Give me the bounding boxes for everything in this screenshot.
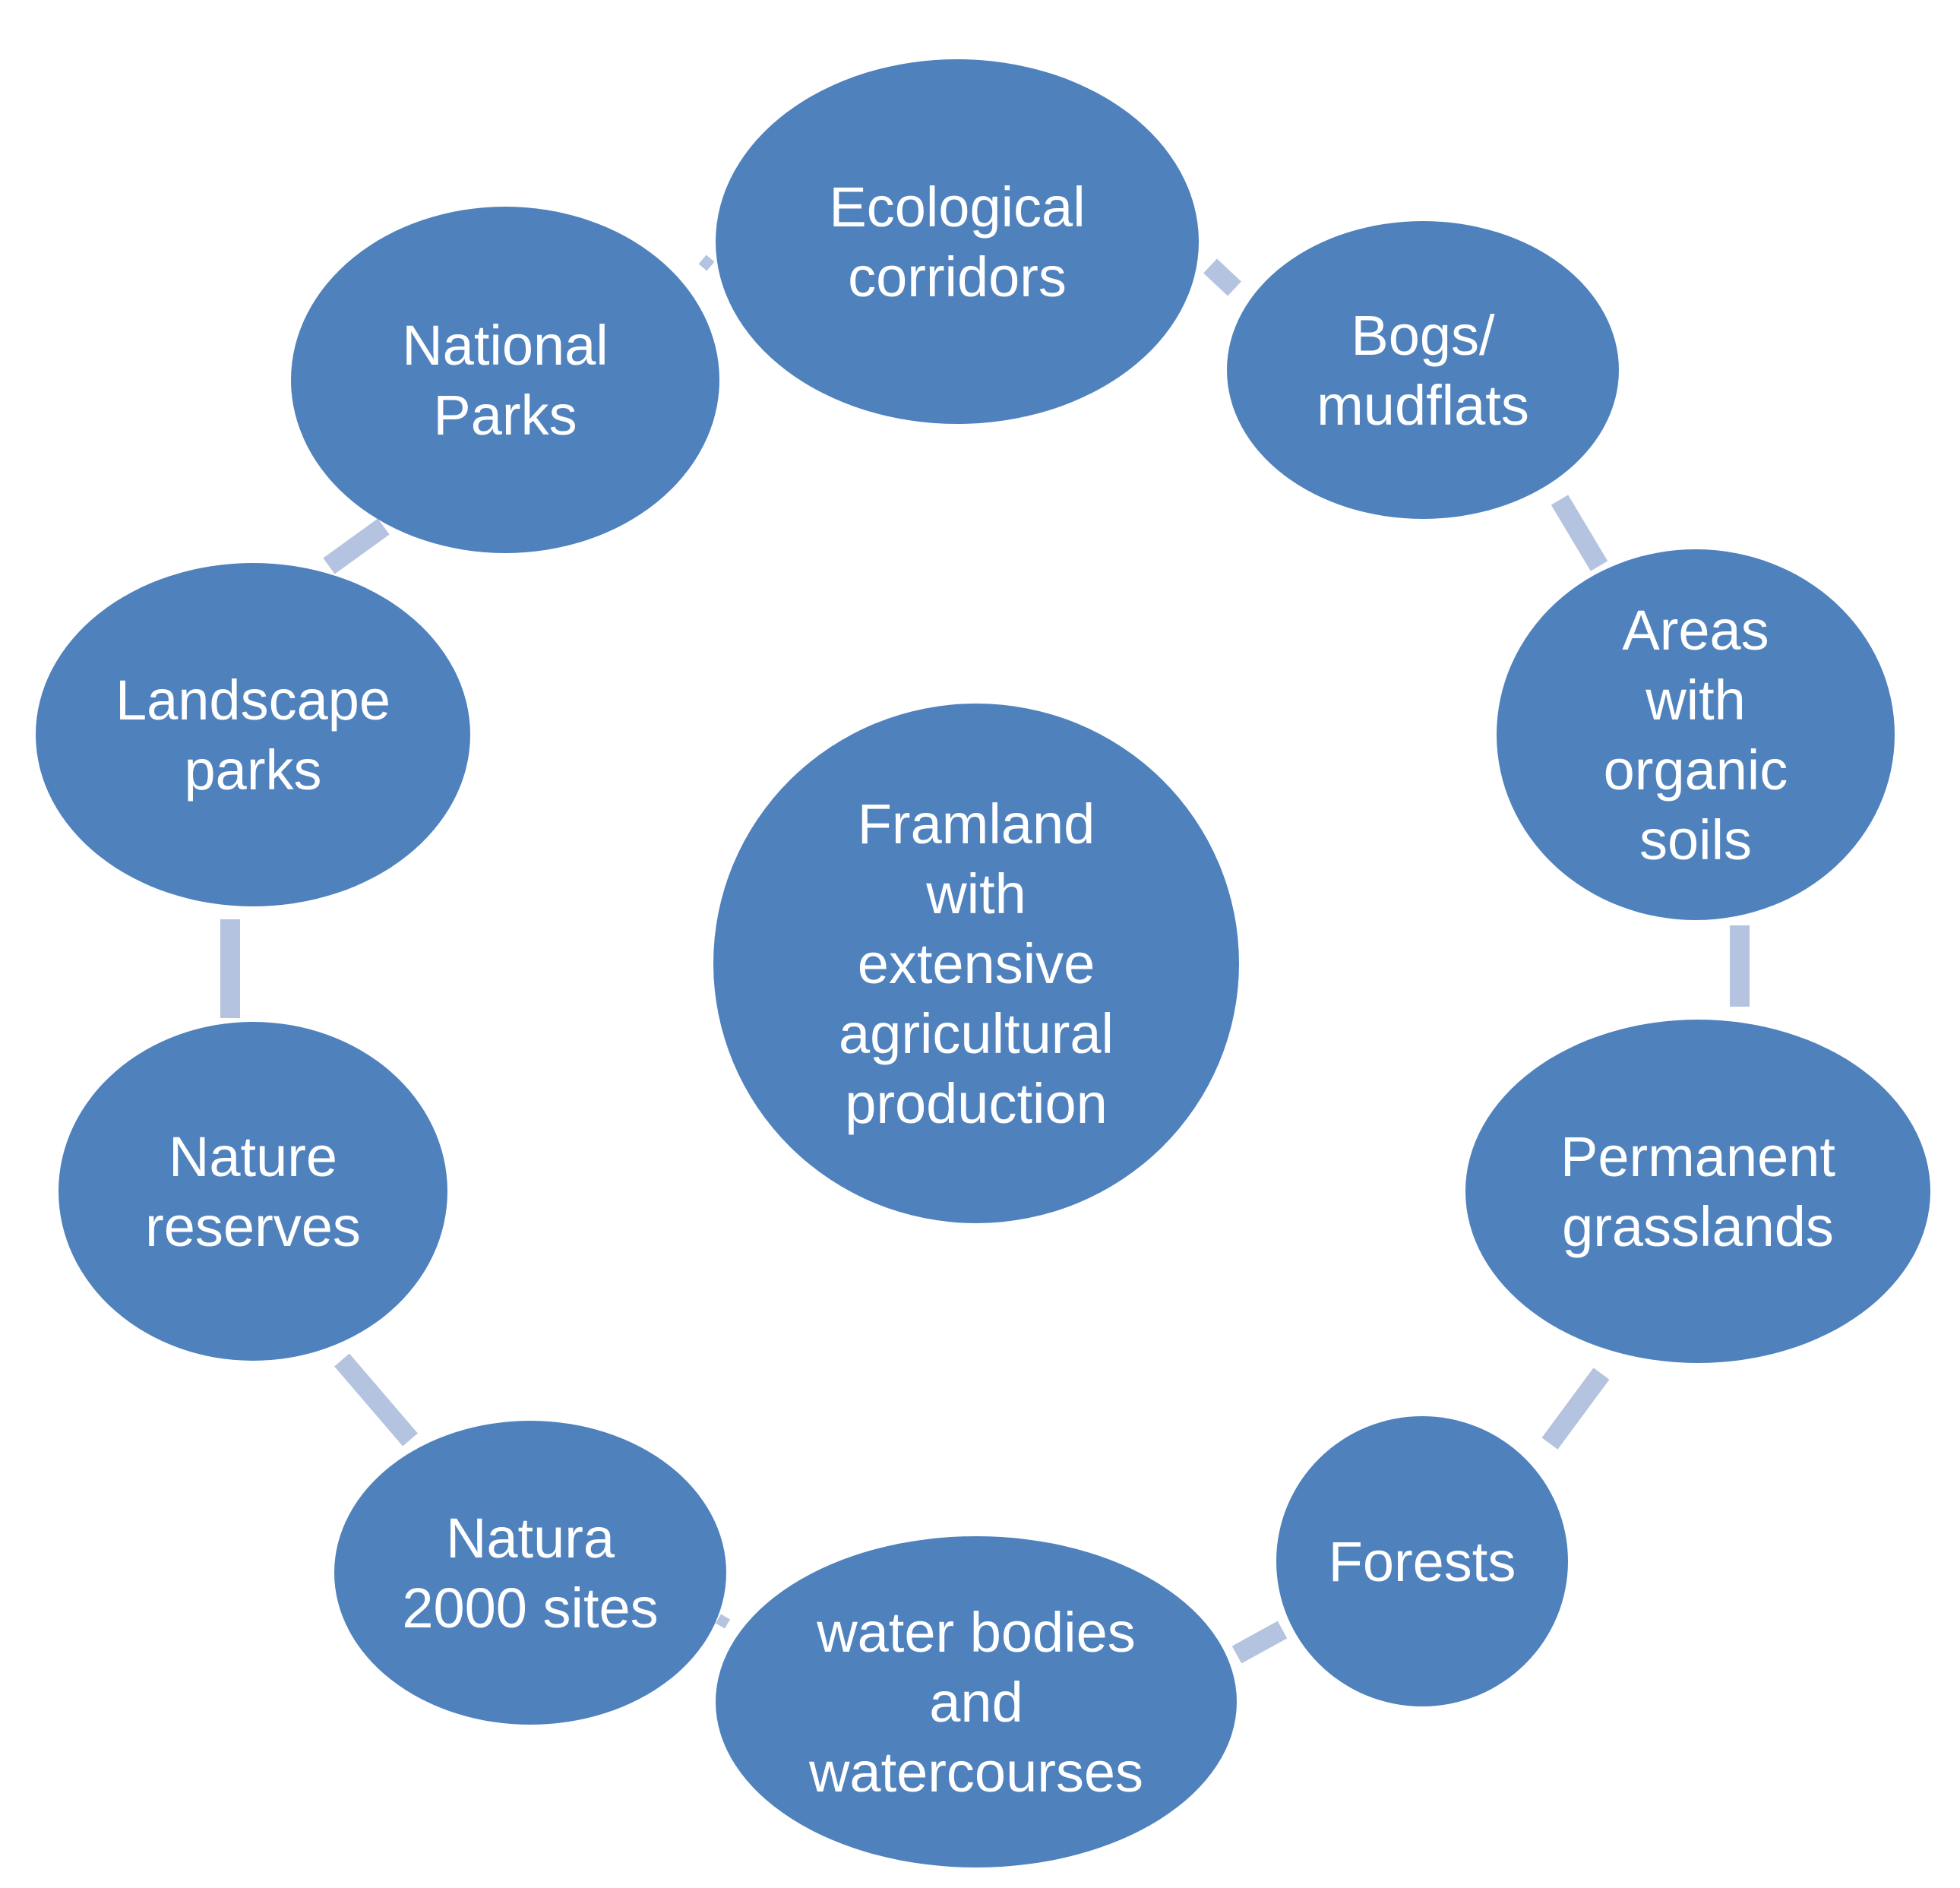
forests-node	[1276, 1416, 1568, 1706]
permanent-grasslands-label-line: Permanent	[1560, 1125, 1835, 1188]
water-bodies-label-line: water bodies	[816, 1601, 1136, 1664]
connector-4	[1541, 1368, 1610, 1450]
ecological-corridors-label-line: corridors	[848, 245, 1067, 308]
nature-reserves-label-line: Nature	[169, 1125, 337, 1188]
areas-organic-soils-node	[1497, 549, 1895, 920]
areas-organic-soils-label-line: soils	[1639, 808, 1752, 871]
natura-2000-label-line: 2000 sites	[402, 1576, 658, 1640]
areas-organic-soils-label-line: Areas	[1622, 599, 1769, 662]
center-framland-label-line: production	[845, 1072, 1108, 1135]
center-framland-label-line: Framland	[858, 792, 1095, 855]
areas-organic-soils-label-line: organic	[1604, 738, 1788, 802]
water-bodies-label-line: watercourses	[808, 1741, 1143, 1804]
center-framland-label-line: with	[925, 862, 1026, 925]
water-bodies-node	[716, 1536, 1237, 1867]
landscape-parks-label-line: parks	[185, 738, 322, 802]
national-parks-label-line: National	[402, 314, 609, 377]
natura-2000-label-line: Natura	[446, 1507, 615, 1570]
center-framland-label-line: extensive	[858, 932, 1095, 995]
connector-1	[1203, 258, 1241, 296]
connector-9	[323, 518, 390, 574]
landscape-parks-label-line: Landscape	[115, 669, 390, 732]
connector-10	[698, 255, 715, 271]
bogs-mudflats-label-line: Bogs/	[1351, 304, 1495, 367]
permanent-grasslands-node	[1465, 1020, 1930, 1363]
landscape-parks-node	[36, 563, 470, 906]
center-framland-node	[713, 704, 1239, 1223]
bogs-mudflats-label-line: mudflats	[1317, 374, 1529, 437]
water-bodies-label-line: and	[929, 1671, 1023, 1734]
connector-2	[1551, 495, 1608, 571]
center-framland-label-line: agricultural	[839, 1002, 1114, 1065]
bogs-mudflats-node	[1227, 221, 1619, 519]
nature-reserves-node	[58, 1022, 447, 1361]
connector-6	[715, 1614, 731, 1629]
national-parks-label-line: Parks	[433, 384, 577, 447]
forests-label-line: Forests	[1329, 1530, 1516, 1593]
ecological-corridors-node	[716, 59, 1199, 424]
natura-2000-node	[334, 1421, 726, 1725]
areas-organic-soils-label-line: with	[1645, 669, 1746, 732]
permanent-grasslands-label-line: grasslands	[1562, 1195, 1834, 1258]
connectors	[220, 255, 1750, 1664]
connector-5	[1231, 1621, 1288, 1664]
ecological-corridors-label-line: Ecological	[829, 176, 1085, 239]
nature-reserves-label-line: reserves	[145, 1195, 361, 1258]
national-parks-node	[291, 207, 719, 553]
connector-7	[334, 1353, 418, 1447]
